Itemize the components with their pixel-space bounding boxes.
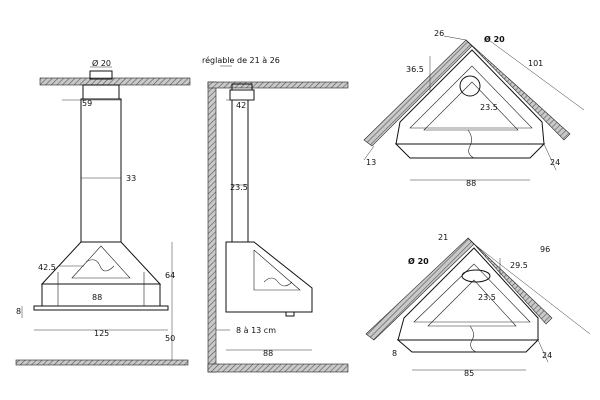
front-flue-dim: Ø 20 xyxy=(92,58,111,68)
front-collar-dim: 59 xyxy=(82,99,92,108)
corner2-flue-dim: Ø 20 xyxy=(408,256,429,266)
side-pipe-dim: 23.5 xyxy=(230,183,248,192)
corner1-diag-dim: 101 xyxy=(528,59,543,68)
front-ceiling xyxy=(39,77,191,86)
corner2-inner-dim: 23.5 xyxy=(478,293,496,302)
side-collar-dim: 42 xyxy=(236,101,246,110)
front-width-dim: 125 xyxy=(94,329,109,338)
corner1-right-dim: 24 xyxy=(550,158,560,167)
front-hood-dim: 42.5 xyxy=(38,263,56,272)
side-view: réglable de 21 à 26 42 23.5 8 à 13 cm 88 xyxy=(202,55,349,373)
front-pipe-dim: 33 xyxy=(126,174,136,183)
corner1-foot-dim: 13 xyxy=(366,158,376,167)
corner2-top-dim: 21 xyxy=(438,233,448,242)
front-base-dim: 8 xyxy=(16,307,21,316)
corner2-right-dim: 24 xyxy=(542,351,552,360)
corner1-inner-dim: 23.5 xyxy=(480,103,498,112)
side-gap-dim: 8 à 13 cm xyxy=(236,326,276,335)
front-firebox-dim: 88 xyxy=(92,293,102,302)
corner2-wall-left xyxy=(365,237,475,341)
corner-view-bottom: 21 96 Ø 20 29.5 23.5 8 24 85 xyxy=(365,233,591,378)
front-height-dim: 64 xyxy=(165,271,175,280)
corner1-flue-dim: Ø 20 xyxy=(484,34,505,44)
corner1-width-dim: 88 xyxy=(466,179,476,188)
side-ceiling xyxy=(207,81,349,89)
corner1-left-dim: 36.5 xyxy=(406,65,424,74)
side-adjust-label: réglable de 21 à 26 xyxy=(202,55,280,65)
side-floor xyxy=(207,363,349,373)
side-depth-dim: 88 xyxy=(263,349,273,358)
corner2-wall-right xyxy=(467,237,553,325)
front-view: Ø 20 59 33 42.5 64 88 8 125 50 xyxy=(15,58,191,366)
corner2-foot-dim: 8 xyxy=(392,349,397,358)
front-floor-dim: 50 xyxy=(165,334,175,343)
corner-view-top: 26 Ø 20 36.5 101 23.5 13 24 88 xyxy=(363,29,585,188)
corner1-wall-right xyxy=(465,39,571,141)
corner2-width-dim: 85 xyxy=(464,369,474,378)
side-wall xyxy=(207,81,217,373)
corner2-right-top-dim: 29.5 xyxy=(510,261,528,270)
corner2-diag-dim: 96 xyxy=(540,245,550,254)
front-floor xyxy=(15,359,189,366)
corner1-top-dim: 26 xyxy=(434,29,444,38)
